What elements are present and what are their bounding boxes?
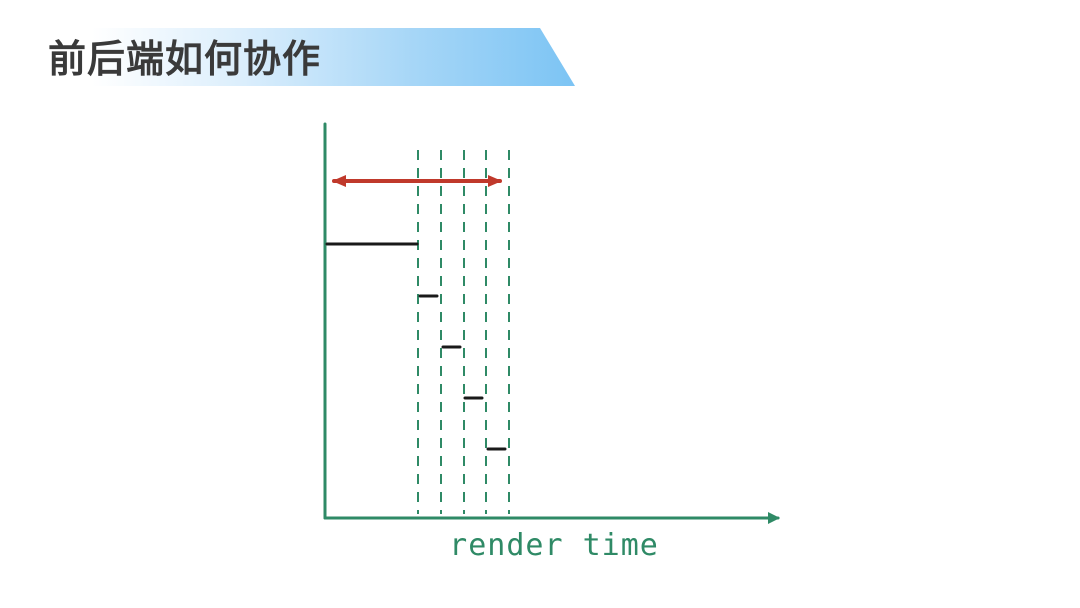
page-title: 前后端如何协作 xyxy=(48,37,322,81)
title-banner xyxy=(0,28,575,86)
task-segments xyxy=(325,242,507,451)
dashed-guides xyxy=(417,150,510,514)
x-axis-label: render time xyxy=(449,528,659,563)
